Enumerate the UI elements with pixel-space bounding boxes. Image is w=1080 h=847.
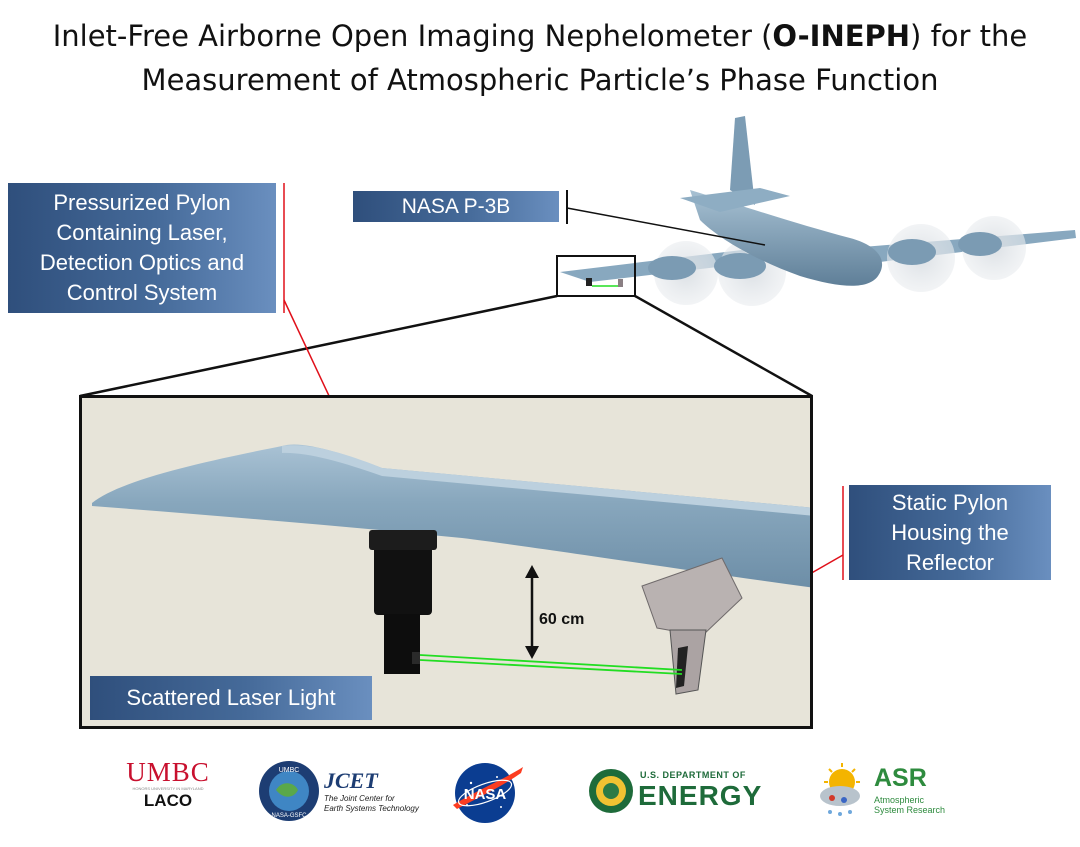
asr-subtitle-2: System Research (874, 805, 946, 815)
distance-arrow-head-up (525, 565, 539, 578)
static-pylon-housing (641, 557, 743, 637)
svg-text:NASA-GSFC: NASA-GSFC (271, 813, 307, 819)
pressurized-pylon-cap (369, 530, 437, 550)
laco-wordmark: LACO (143, 791, 193, 810)
jcet-logo: UMBC NASA-GSFC JCET The Joint Center for… (258, 760, 428, 821)
aircraft-leader-line (566, 207, 766, 246)
doe-logo: U.S. DEPARTMENT OF ENERGY (588, 766, 778, 816)
aircraft-tail-fin (730, 116, 755, 205)
aircraft-tailplane (680, 188, 790, 212)
pressurized-pylon-window (412, 652, 420, 664)
jcet-wordmark: JCET (324, 768, 378, 793)
laser-beam-upper (419, 654, 683, 671)
scattered-light-callout: Scattered Laser Light (90, 676, 372, 720)
doe-line-1: U.S. DEPARTMENT OF (640, 770, 746, 780)
reflector-mirror (676, 646, 688, 688)
pylon-callout-line: Containing Laser, (56, 220, 228, 245)
reflector-callout: Static Pylon Housing the Reflector (849, 485, 1051, 580)
wing-detail-inset: 60 cm (79, 395, 813, 729)
zoom-line-left (79, 294, 558, 398)
engine-nacelle (648, 256, 696, 280)
aircraft-instrument-pod (586, 278, 592, 286)
aircraft-callout: NASA P-3B (353, 191, 559, 222)
asr-wordmark: ASR (874, 764, 927, 792)
laser-beam-lower (419, 659, 683, 675)
wing-leading-edge (282, 445, 810, 516)
svg-text:NASA: NASA (464, 786, 507, 803)
static-pylon-arm (669, 629, 707, 695)
doe-seal-icon (589, 769, 633, 813)
asr-logo: ASR Atmospheric System Research (816, 762, 956, 822)
distance-label: 60 cm (539, 611, 584, 628)
zoom-line-right (634, 294, 813, 398)
aircraft-reflector-pod (618, 279, 623, 287)
nasa-logo: NASA (449, 759, 525, 825)
engine-nacelle (714, 253, 766, 279)
nasa-meatball-icon: NASA (453, 763, 523, 823)
reflector-callout-line: Static Pylon (891, 489, 1009, 515)
aircraft-fuselage (690, 190, 883, 286)
umbc-subtitle: HONORS UNIVERSITY IN MARYLAND (132, 786, 204, 791)
distance-arrow-head-down (525, 646, 539, 659)
doe-line-2: ENERGY (638, 780, 763, 811)
reflector-callout-line: Housing the (891, 519, 1009, 545)
asr-sun-cloud-icon (820, 763, 860, 816)
page-title: Inlet-Free Airborne Open Imaging Nephelo… (0, 14, 1080, 102)
umbc-gsfc-seal-icon: UMBC NASA-GSFC (259, 761, 319, 821)
wing-surface (92, 444, 810, 588)
title-acronym: O-INEPH (772, 19, 911, 53)
reflector-callout-line: Reflector (905, 549, 995, 575)
pylon-callout-line: Control System (66, 280, 218, 305)
engine-nacelle (888, 239, 936, 265)
zoom-highlight-box (556, 255, 636, 297)
umbc-wordmark: UMBC (126, 757, 210, 787)
jcet-subtitle-1: The Joint Center for (324, 794, 395, 803)
asr-subtitle-1: Atmospheric (874, 795, 925, 805)
jcet-subtitle-2: Earth Systems Technology (324, 804, 419, 813)
pressurized-pylon-upper (374, 533, 432, 615)
pylon-callout-line: Pressurized Pylon (53, 190, 231, 215)
title-line-1: Inlet-Free Airborne Open Imaging Nephelo… (52, 19, 1028, 53)
pylon-callout-line: Detection Optics and (39, 250, 245, 275)
pressurized-pylon-lower (384, 614, 420, 674)
pylon-callout: Pressurized Pylon Containing Laser, Dete… (8, 183, 276, 313)
umbc-logo: UMBC HONORS UNIVERSITY IN MARYLAND LACO (118, 758, 218, 811)
svg-text:UMBC: UMBC (279, 767, 300, 774)
wing-detail-illustration: 60 cm (92, 444, 810, 695)
engine-nacelle (958, 232, 1002, 256)
title-line-2: Measurement of Atmospheric Particle’s Ph… (141, 63, 939, 97)
